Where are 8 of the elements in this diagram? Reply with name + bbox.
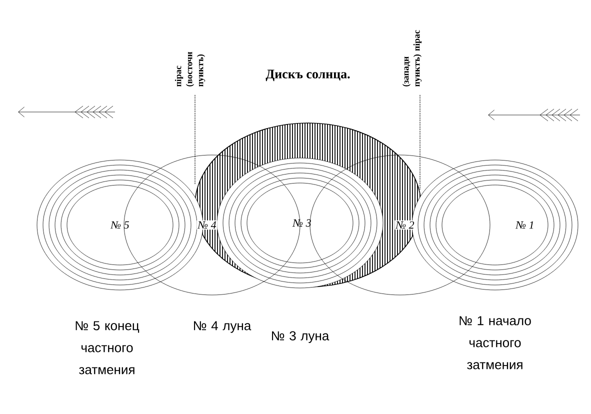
position-label: № 4 луна xyxy=(194,321,252,333)
vertical-label: пiрас (восточн пунктъ) xyxy=(174,52,206,87)
position-label: № 1 начало частного затмения xyxy=(460,316,531,370)
vertical-label: (западн пунктъ) пiрас xyxy=(402,30,422,87)
node-label: Дискъ солнца. xyxy=(266,70,350,82)
moon-rings: № 3 xyxy=(216,158,384,288)
position-label: № 5 конец частного затмения xyxy=(76,321,140,374)
position-label: № 3 луна xyxy=(272,331,330,343)
